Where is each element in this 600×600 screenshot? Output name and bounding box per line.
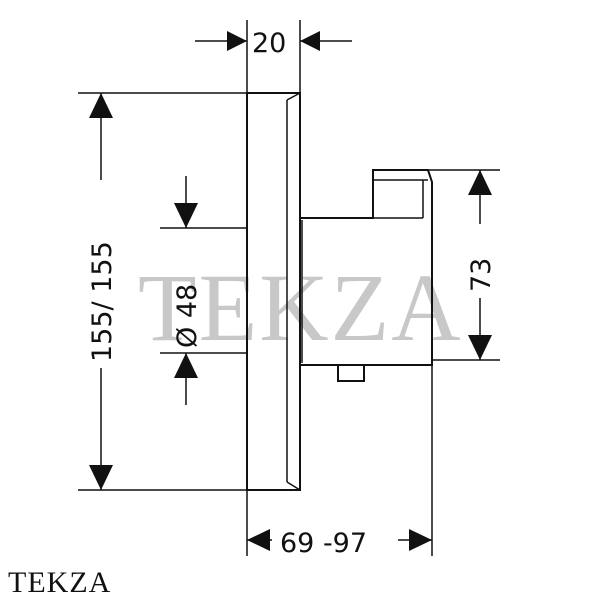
arrow-height-top	[89, 93, 113, 118]
arrow-width-right	[300, 31, 320, 51]
cover-plate-bottom-chamfer	[286, 481, 301, 491]
arrow-projection-right	[409, 529, 432, 551]
arrow-projection-left	[247, 529, 270, 551]
brand-logo-text: TEKZA	[8, 566, 112, 599]
dim-label-height: 155/ 155	[87, 241, 118, 362]
dim-label-diameter: Ø 48	[172, 284, 203, 348]
arrow-width-left	[227, 31, 247, 51]
dim-label-projection: 69 -97	[280, 528, 367, 559]
arrow-module-bottom	[468, 335, 492, 360]
cover-plate-top-chamfer	[286, 92, 301, 101]
arrow-diameter-top	[174, 203, 198, 228]
arrow-diameter-bottom	[174, 353, 198, 378]
connector-nub	[337, 365, 365, 382]
arrow-module-top	[468, 170, 492, 195]
dim-label-module-height: 73	[466, 258, 497, 292]
arrow-height-bottom	[89, 465, 113, 490]
dim-label-width: 20	[252, 28, 286, 59]
